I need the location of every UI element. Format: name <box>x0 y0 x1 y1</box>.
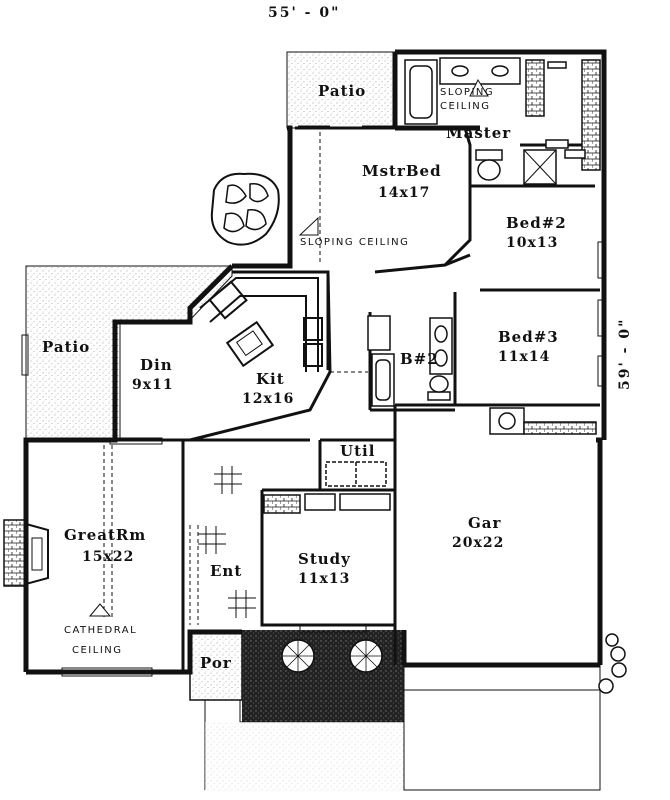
room-label-patio-left: Patio <box>42 338 91 356</box>
master-bath-ceiling-note-1: SLOPING <box>440 87 495 98</box>
room-size-kitchen: 12x16 <box>242 391 295 407</box>
room-label-great-room: GreatRm <box>64 526 147 544</box>
room-label-master-bed: MstrBed <box>362 162 442 180</box>
bath2-fixtures <box>367 315 453 407</box>
shrub-icon <box>349 639 383 673</box>
toilet-icon <box>475 149 503 181</box>
shrub-icon <box>281 639 315 673</box>
shower-icon <box>523 149 586 185</box>
patio-top-area <box>286 51 396 129</box>
room-label-garage: Gar <box>468 514 502 532</box>
planter-bed <box>242 630 404 722</box>
room-label-master: Master <box>446 124 512 142</box>
shrub-icon <box>598 633 627 694</box>
room-label-utility: Util <box>340 442 376 460</box>
kitchen-island-icon <box>225 320 275 368</box>
room-label-patio-top: Patio <box>318 82 367 100</box>
window-lines <box>21 125 607 677</box>
room-label-kitchen: Kit <box>256 370 285 388</box>
great-room-ceiling-note-2: CEILING <box>72 645 123 656</box>
slope-marker-icon <box>88 78 489 617</box>
tree-icon <box>210 172 280 246</box>
room-label-bath2: B#2 <box>400 350 439 368</box>
driveway <box>403 664 601 791</box>
room-label-dining: Din <box>140 356 173 374</box>
water-heater-icon <box>489 407 597 435</box>
room-label-porch: Por <box>200 654 232 672</box>
room-label-entry: Ent <box>210 562 243 580</box>
room-size-dining: 9x11 <box>132 377 174 393</box>
master-bed-ceiling-note: SLOPING CEILING <box>300 237 410 248</box>
kitchen-counters <box>199 277 323 372</box>
room-label-bed2: Bed#2 <box>506 214 567 232</box>
room-label-study: Study <box>298 550 351 568</box>
depth-dimension: 59' - 0" <box>617 317 633 390</box>
room-size-bed3: 11x14 <box>498 349 551 365</box>
room-size-great-room: 15x22 <box>82 549 135 565</box>
entry-tiles <box>198 466 256 618</box>
room-size-master-bed: 14x17 <box>378 185 431 201</box>
sidewalk <box>205 722 405 792</box>
room-size-garage: 20x22 <box>452 535 505 551</box>
room-size-bed2: 10x13 <box>506 235 559 251</box>
room-size-study: 11x13 <box>298 571 351 587</box>
dashed-lines <box>103 132 368 625</box>
master-bath-fixtures <box>404 57 601 171</box>
master-bath-ceiling-note-2: CEILING <box>440 101 491 112</box>
utility-fixtures <box>263 461 391 514</box>
width-dimension: 55' - 0" <box>268 5 341 21</box>
room-label-bed3: Bed#3 <box>498 328 559 346</box>
great-room-ceiling-note-1: CATHEDRAL <box>64 625 138 636</box>
toilet-icon <box>427 375 451 401</box>
